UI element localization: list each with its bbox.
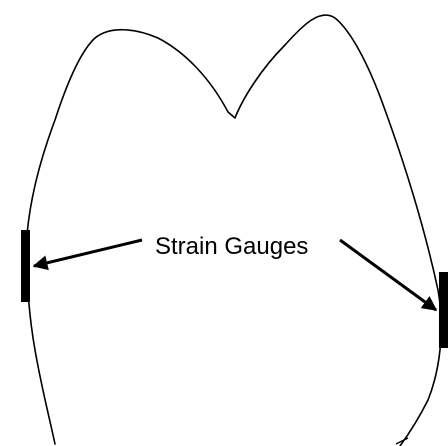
right-arrow	[340, 240, 436, 310]
left-strain-gauge	[21, 230, 30, 302]
strain-gauges-label: Strain Gauges	[155, 233, 308, 260]
right-strain-gauge	[439, 272, 448, 348]
left-arrow	[34, 240, 142, 266]
tooth-outline	[27, 15, 441, 446]
